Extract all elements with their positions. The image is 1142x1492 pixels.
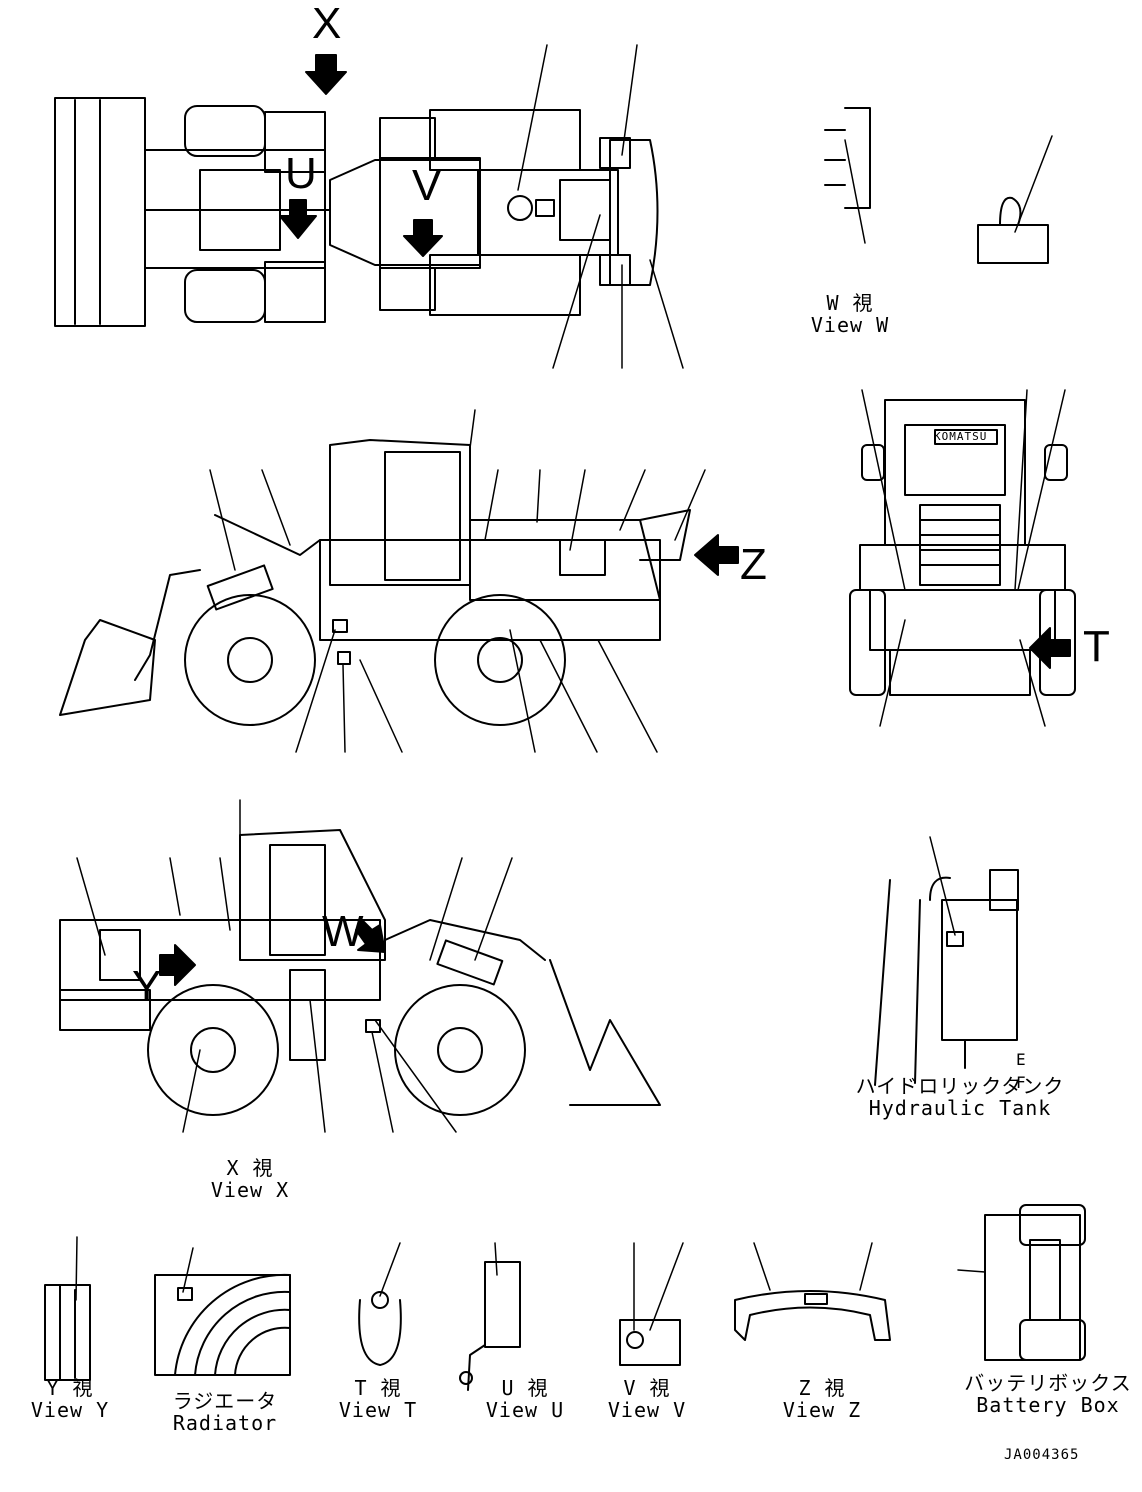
side-view-left-machine xyxy=(59,829,661,1116)
caption-view-w: W 視 View W xyxy=(800,292,900,336)
caption-view-x-jp: X 視 xyxy=(226,1156,274,1180)
caption-view-v-jp: V 視 xyxy=(623,1376,671,1400)
caption-view-u-en: View U xyxy=(485,1398,565,1422)
komatsu-badge: KOMATSU xyxy=(934,430,988,443)
hydraulic-tank-detail xyxy=(874,836,1019,1086)
rear-view-machine xyxy=(849,399,1076,696)
view-w-letter: W xyxy=(322,907,364,956)
caption-view-y-jp: Y 視 xyxy=(46,1376,94,1400)
arrow-u-icon xyxy=(279,199,317,239)
side-view-right-machine xyxy=(59,439,691,726)
arrow-v-icon xyxy=(403,219,443,257)
view-w-detail xyxy=(824,107,1053,264)
top-view-machine xyxy=(54,97,659,327)
caption-hydraulic-tank: ハイドロリックタンク Hydraulic Tank xyxy=(855,1075,1065,1119)
caption-view-u: U 視 View U xyxy=(475,1377,575,1421)
view-v-letter: V xyxy=(412,161,442,210)
view-t-detail xyxy=(358,1242,402,1366)
caption-radiator-jp: ラジエータ xyxy=(172,1389,278,1413)
caption-view-z-en: View Z xyxy=(782,1398,862,1422)
caption-view-u-jp: U 視 xyxy=(501,1376,549,1400)
caption-view-z-jp: Z 視 xyxy=(798,1376,846,1400)
view-v-detail xyxy=(619,1242,684,1366)
drawing-code: JA004365 xyxy=(1004,1447,1080,1463)
caption-view-w-en: View W xyxy=(810,313,890,337)
arrow-t-icon xyxy=(1029,627,1071,669)
view-u-detail xyxy=(459,1242,521,1391)
view-x-letter: X xyxy=(312,0,342,48)
caption-view-v: V 視 View V xyxy=(597,1377,697,1421)
caption-view-w-jp: W 視 xyxy=(826,291,874,315)
caption-view-x: X 視 View X xyxy=(195,1157,305,1201)
caption-view-y-en: View Y xyxy=(30,1398,110,1422)
caption-battery-box: バッテリボックス Battery Box xyxy=(958,1372,1138,1416)
side-view-left-leader-lines xyxy=(76,799,513,1133)
view-z-letter: Z xyxy=(740,540,767,589)
caption-view-y: Y 視 View Y xyxy=(20,1377,120,1421)
caption-view-t-en: View T xyxy=(338,1398,418,1422)
view-y-detail xyxy=(44,1236,91,1381)
view-z-detail xyxy=(734,1242,891,1341)
side-view-right-leader-lines xyxy=(209,409,706,753)
caption-battery-box-jp: バッテリボックス xyxy=(964,1371,1132,1395)
caption-radiator: ラジエータ Radiator xyxy=(165,1390,285,1434)
arrow-z-icon xyxy=(694,534,739,576)
caption-battery-box-en: Battery Box xyxy=(976,1393,1120,1417)
top-view-leader-lines xyxy=(517,44,684,369)
view-y-letter: Y xyxy=(132,962,162,1011)
arrow-w-icon xyxy=(355,919,386,953)
caption-view-t-jp: T 視 xyxy=(354,1376,402,1400)
arrow-y-icon xyxy=(159,944,196,986)
caption-view-v-en: View V xyxy=(607,1398,687,1422)
view-t-letter: T xyxy=(1083,622,1110,671)
tank-mark-e: E xyxy=(1016,1050,1027,1069)
caption-view-x-en: View X xyxy=(210,1178,290,1202)
battery-box-detail xyxy=(957,1204,1086,1361)
rear-view-leader-lines xyxy=(861,389,1066,727)
tank-mark-f: F xyxy=(1016,1073,1027,1092)
caption-radiator-en: Radiator xyxy=(172,1411,278,1435)
caption-view-z: Z 視 View Z xyxy=(772,1377,872,1421)
caption-view-t: T 視 View T xyxy=(328,1377,428,1421)
view-u-letter: U xyxy=(285,149,317,198)
radiator-detail xyxy=(154,1247,291,1376)
arrow-x-icon xyxy=(305,54,347,95)
caption-hydraulic-tank-en: Hydraulic Tank xyxy=(868,1096,1052,1120)
caption-hydraulic-tank-jp: ハイドロリックタンク xyxy=(855,1074,1065,1098)
